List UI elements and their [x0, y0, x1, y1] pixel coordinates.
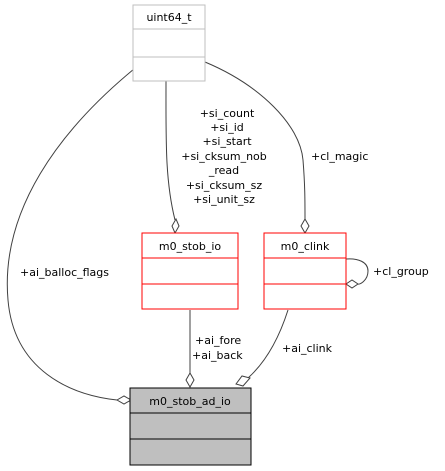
- edge-label-cl-group: +cl_group: [373, 265, 429, 278]
- edge-label-si-start: +si_start: [202, 135, 252, 148]
- node-m0-stob-ad-io[interactable]: m0_stob_ad_io: [129, 387, 252, 466]
- node-m0-clink-box: [263, 232, 347, 310]
- edge-label-si-unit-sz: +si_unit_sz: [193, 193, 255, 206]
- node-uint64-t-title: uint64_t: [146, 11, 192, 24]
- edges: [6, 61, 369, 401]
- node-m0-stob-ad-io-box: [129, 387, 252, 466]
- edge-label-ai-back: +ai_back: [192, 349, 243, 362]
- edge-label-ai-clink: +ai_clink: [282, 342, 333, 355]
- edge-label-si-fields: +si_count +si_id +si_start +si_cksum_nob…: [181, 107, 267, 206]
- diamond-cl-magic: [300, 217, 310, 235]
- edge-label-si-cksum-nob: +si_cksum_nob: [181, 150, 267, 163]
- edge-ai-clink: [247, 309, 289, 379]
- node-m0-stob-ad-io-title: m0_stob_ad_io: [149, 395, 231, 408]
- edge-label-read: _read: [208, 164, 239, 177]
- node-m0-clink[interactable]: m0_clink: [263, 232, 347, 310]
- node-m0-stob-io[interactable]: m0_stob_io: [141, 232, 239, 310]
- edge-label-si-count: +si_count: [200, 107, 255, 120]
- node-m0-clink-title: m0_clink: [281, 240, 330, 253]
- node-uint64-t[interactable]: uint64_t: [132, 4, 206, 82]
- edge-label-si-id: +si_id: [210, 121, 244, 134]
- diamond-fore-back: [185, 371, 195, 389]
- diamond-si-fields: [171, 217, 180, 235]
- edge-labels: +ai_balloc_flags +si_count +si_id +si_st…: [20, 107, 429, 362]
- edge-cl-magic: [204, 61, 306, 221]
- diamond-balloc-flags: [115, 395, 133, 405]
- diamond-cl-group: [345, 279, 359, 289]
- node-m0-stob-io-box: [141, 232, 239, 310]
- edge-label-balloc-flags: +ai_balloc_flags: [20, 266, 109, 279]
- edge-label-ai-fore: +ai_fore: [195, 334, 241, 347]
- edge-ai-balloc-flags: [6, 68, 135, 401]
- node-m0-stob-io-title: m0_stob_io: [159, 240, 222, 253]
- node-uint64-t-box: [132, 4, 206, 82]
- diamond-ai-clink: [235, 375, 251, 387]
- edge-label-si-cksum-sz: +si_cksum_sz: [186, 179, 263, 192]
- edge-label-cl-magic: +cl_magic: [311, 150, 368, 163]
- edge-cl-group: [345, 258, 369, 285]
- edge-si-fields: [165, 80, 176, 221]
